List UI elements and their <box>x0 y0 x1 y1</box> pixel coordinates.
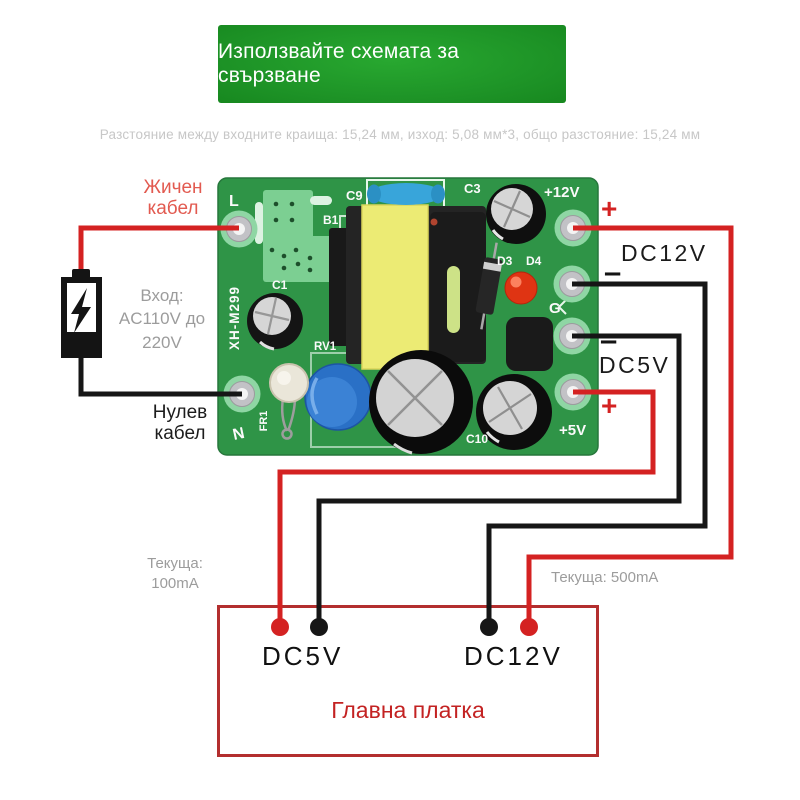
label-c1: C1 <box>272 278 288 292</box>
fuse-fr1 <box>269 363 309 440</box>
minus-symbol-12v: – <box>604 254 622 289</box>
terminal-12v-plus <box>554 209 592 247</box>
pcb-labels: L N XH-M299 C1 C9 B1 C3 D3 D4 G RV1 FR1 … <box>227 181 586 446</box>
label-b1: B1 <box>323 213 339 227</box>
dimensions-note: Разстояние между входните краища: 15,24 … <box>99 127 701 142</box>
label-fr1: FR1 <box>258 411 270 432</box>
dc12v-output-label: DC12V <box>621 240 708 266</box>
g-bracket-mark <box>557 299 567 315</box>
dc5v-plus-wire <box>277 389 656 624</box>
pcb-module: L N XH-M299 C1 C9 B1 C3 D3 D4 G RV1 FR1 … <box>217 177 599 456</box>
battery-icon <box>61 269 102 358</box>
pcb-pad-area <box>263 190 337 282</box>
label-model: XH-M299 <box>227 286 242 350</box>
diode-d3 <box>475 242 503 330</box>
terminal-5v-plus <box>554 373 592 411</box>
label-d3: D3 <box>497 254 513 268</box>
terminal-12v-minus <box>553 265 591 303</box>
pcb-silkscreen <box>255 179 567 448</box>
minus-symbol-5v: – <box>600 322 618 357</box>
terminal-n <box>223 375 261 413</box>
capacitor-c10 <box>476 374 552 450</box>
label-n: N <box>231 425 246 444</box>
terminal-5v-minus <box>553 317 591 355</box>
label-g: G <box>549 300 561 317</box>
plus-symbol-12v: + <box>601 193 618 224</box>
transformer <box>329 204 486 370</box>
label-d4: D4 <box>526 254 542 268</box>
main-board-dc12v-label: DC12V <box>464 641 563 671</box>
label-l: L <box>229 193 239 210</box>
dc5v-output-label: DC5V <box>599 352 671 378</box>
capacitor-c3 <box>486 184 546 244</box>
label-c10: C10 <box>466 432 488 446</box>
main-board-title: Главна платка <box>331 697 485 723</box>
banner: Използвайте схемата за свързване <box>218 25 566 103</box>
capacitor-c1 <box>247 293 303 351</box>
label-rv1: RV1 <box>314 341 337 353</box>
label-plus12v: +12V <box>544 184 579 201</box>
current-5v-label: Текуща: 100mA <box>147 555 203 593</box>
label-c9: C9 <box>346 188 363 203</box>
main-board-dc5v-label: DC5V <box>262 641 344 671</box>
main-board-box: DC5V DC12V Главна платка <box>217 605 599 757</box>
neutral-wire <box>78 353 242 397</box>
current-12v-label: Текуща: 500mA <box>551 569 659 586</box>
label-plus5v: +5V <box>559 422 586 439</box>
banner-title: Използвайте схемата за свързване <box>218 40 460 87</box>
lightning-bolt-icon <box>71 288 91 333</box>
input-voltage-label: Вход: AC110V до 220V <box>118 286 206 352</box>
neutral-wire-label: Нулев кабел <box>152 402 208 445</box>
capacitor-main <box>369 350 473 455</box>
terminal-l <box>220 210 258 248</box>
live-wire <box>78 225 239 275</box>
led-d4 <box>504 271 538 305</box>
plus-symbol-5v: + <box>601 390 618 421</box>
live-wire-label: Жичен кабел <box>143 177 203 219</box>
varistor-rv1 <box>304 363 372 431</box>
capacitor-c9 <box>367 183 445 205</box>
transistor <box>506 317 553 371</box>
label-c3: C3 <box>464 181 481 196</box>
pcb-board <box>217 177 599 456</box>
dc12v-plus-wire <box>526 225 734 624</box>
